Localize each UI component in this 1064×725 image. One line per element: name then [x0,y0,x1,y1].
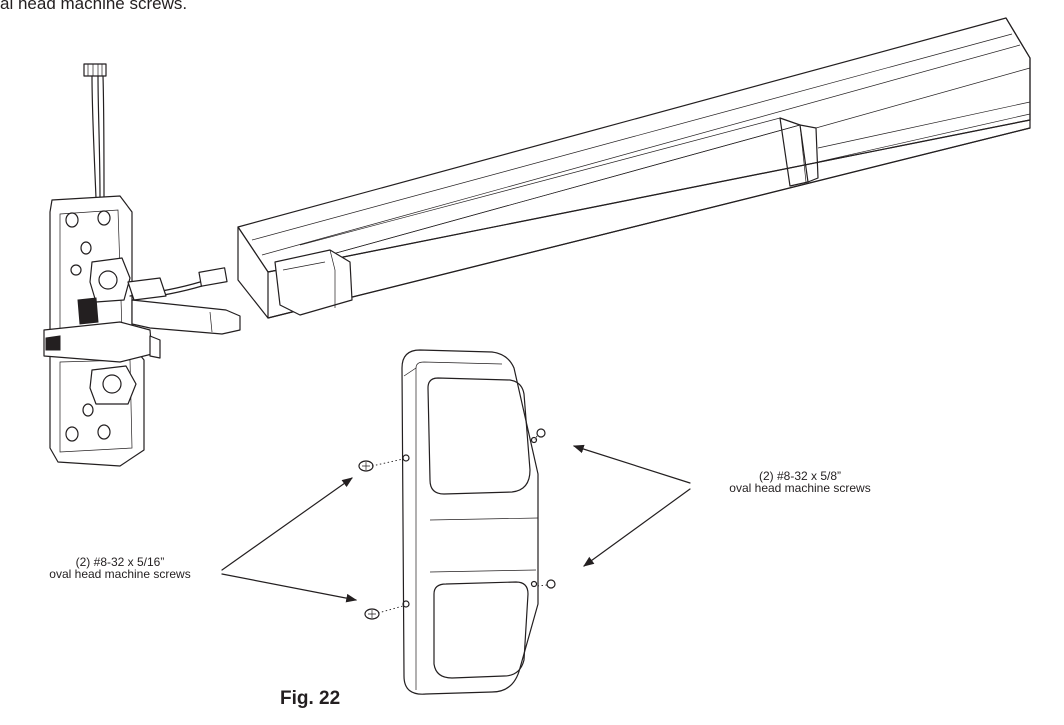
wire-harness [83,63,107,199]
callout-long-screws: (2) #8-32 x 5/8” oval head machine screw… [680,470,920,494]
screw-right-upper [534,428,546,441]
callout-short-screws-qty: (2) #8-32 x 5/16” [75,555,165,569]
header-caption: al head machine screws. [0,0,188,13]
screw-left-lower [364,605,404,620]
callout-long-screws-type: oval head machine screws [729,481,871,495]
leader-arrows-right [572,444,691,567]
figure-label: Fig. 22 [280,688,341,709]
screw-right-lower [536,579,556,589]
screw-left-upper [358,458,404,472]
push-bar-rail [237,17,1031,319]
leader-arrows-left [221,477,358,603]
end-cap-cover [401,349,539,695]
callout-long-screws-qty: (2) #8-32 x 5/8” [758,469,842,483]
latch-chassis [43,195,241,467]
callout-short-screws: (2) #8-32 x 5/16” oval head machine scre… [20,556,220,580]
callout-short-screws-type: oval head machine screws [49,567,191,581]
